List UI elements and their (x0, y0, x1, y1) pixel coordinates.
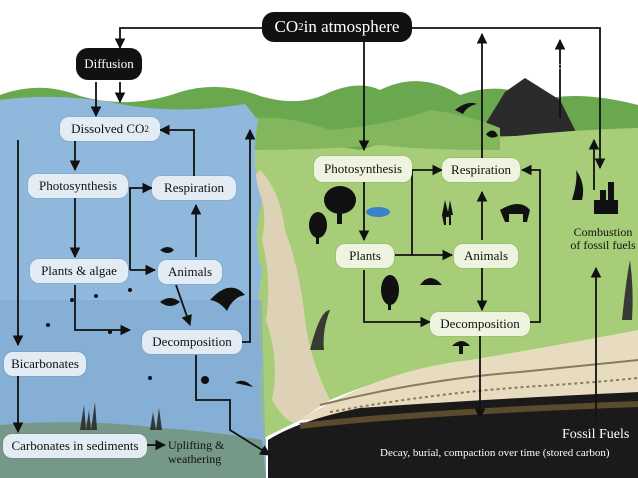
atmosphere-label: in atmosphere (303, 17, 400, 36)
combustion-label: Combustion of fossil fuels (566, 226, 638, 252)
pond (366, 207, 390, 217)
uplifting-weathering-label: Uplifting & weathering (168, 438, 224, 466)
ocean-decomposition-box: Decomposition (142, 330, 242, 354)
volcanic-line-2: action (529, 72, 557, 84)
carbonates-sediments-box: Carbonates in sediments (3, 434, 147, 458)
land-decomposition-box: Decomposition (430, 312, 530, 336)
land-animals-box: Animals (454, 244, 518, 268)
combustion-line-2: of fossil fuels (570, 238, 636, 252)
land-respiration-box: Respiration (442, 158, 520, 182)
land-photosynthesis-box: Photosynthesis (314, 156, 412, 182)
land-grass (230, 110, 500, 150)
fossil-fuels-label: Fossil Fuels (562, 427, 630, 442)
volcano (478, 78, 578, 136)
uplifting-line-1: Uplifting & (168, 438, 225, 452)
ocean-respiration-box: Respiration (152, 176, 236, 200)
volcanic-action-label: Volcanic action (518, 60, 568, 84)
volcanic-line-1: Volcanic (523, 60, 563, 72)
bicarbonates-box: Bicarbonates (4, 352, 86, 376)
plants-algae-box: Plants & algae (30, 259, 128, 283)
co2-subscript: 2 (298, 21, 304, 33)
diffusion-label: Diffusion (76, 48, 142, 80)
plants-box: Plants (336, 244, 394, 268)
ocean-animals-box: Animals (158, 260, 222, 284)
flow-arrows (12, 27, 606, 456)
ocean-photosynthesis-box: Photosynthesis (28, 174, 128, 198)
co2-label: CO (274, 17, 299, 36)
dissolved-co2-text: Dissolved CO (71, 121, 145, 136)
fossil-fuel-layer (268, 392, 638, 478)
decay-burial-label: Decay, burial, compaction over time (sto… (380, 447, 610, 459)
uplifting-line-2: weathering (168, 452, 222, 466)
silhouettes (46, 102, 618, 387)
dissolved-co2-subscript: 2 (144, 124, 149, 134)
combustion-line-1: Combustion (573, 225, 633, 239)
cliff (250, 170, 330, 423)
